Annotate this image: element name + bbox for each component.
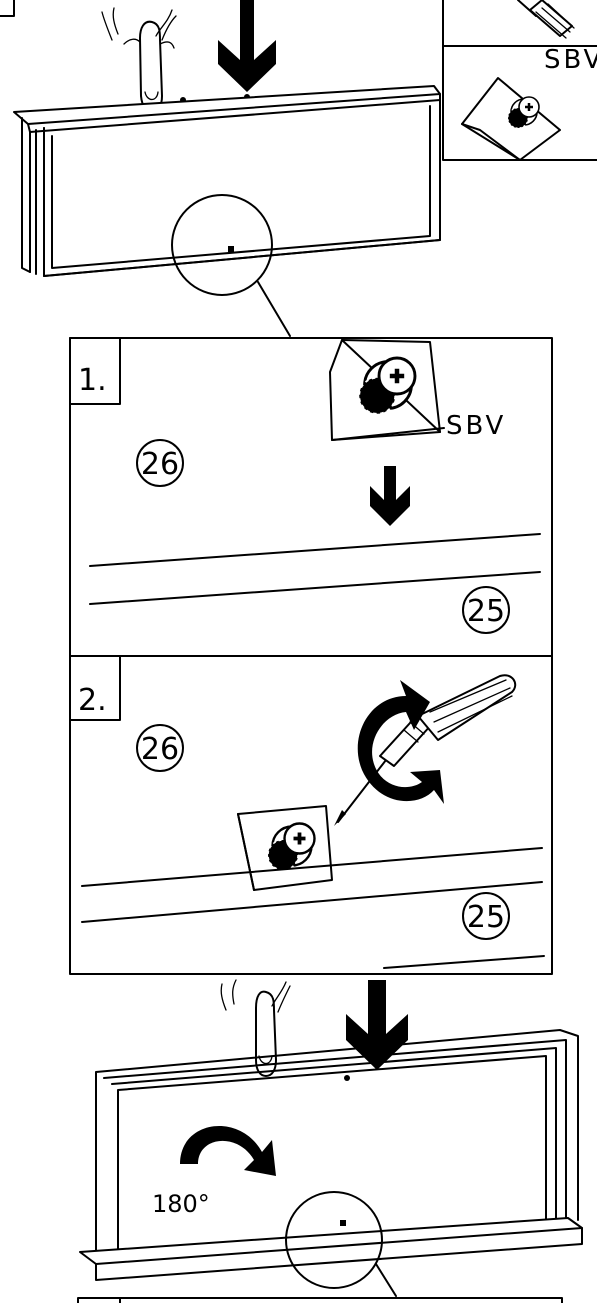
tools-legend-box: SBV: [443, 0, 597, 160]
part-25-label-2: 25: [467, 900, 505, 935]
part-25-label-1: 25: [467, 594, 505, 629]
panel-edge-line-3: [384, 956, 544, 968]
cabinet-frame-rotated: [80, 1030, 582, 1280]
insert-down-arrow-icon: [370, 466, 410, 526]
bracket-with-screw-icon-2: [238, 806, 332, 890]
zoom-leader-line-2: [376, 1264, 396, 1296]
rotate-180-arrow-icon: [180, 1126, 276, 1176]
step-1-panel: 1. 26 SBV 25: [70, 338, 552, 656]
part-26-label-1: 26: [141, 447, 179, 482]
corner-box: [0, 0, 14, 16]
press-down-arrow-icon: [218, 0, 276, 92]
bottom-step-frame: 180°: [78, 980, 582, 1303]
step-2-number: 2.: [78, 683, 107, 718]
step-1-sbv-label: SBV: [446, 411, 506, 441]
top-step-frame: SBV: [0, 0, 597, 336]
screwdriver-icon: [518, 0, 574, 38]
hand-pressing-icon-2: [221, 980, 290, 1076]
zoom-leader-line: [258, 282, 290, 336]
rotation-label: 180°: [152, 1190, 210, 1218]
step-2-panel: 2. 26 25: [70, 656, 552, 974]
part-26-label-2: 26: [141, 732, 179, 767]
bracket-mark: [228, 246, 234, 252]
step-1-number: 1.: [78, 363, 107, 398]
bracket-with-screw-icon: [330, 340, 444, 440]
cabinet-frame: [14, 86, 440, 276]
corner-bracket-icon: [462, 78, 560, 160]
tools-sbv-label: SBV: [544, 45, 597, 75]
detail-zoom-circle: [172, 195, 272, 295]
hand-pressing-icon: [102, 8, 176, 112]
next-panel-edge: [78, 1298, 562, 1303]
